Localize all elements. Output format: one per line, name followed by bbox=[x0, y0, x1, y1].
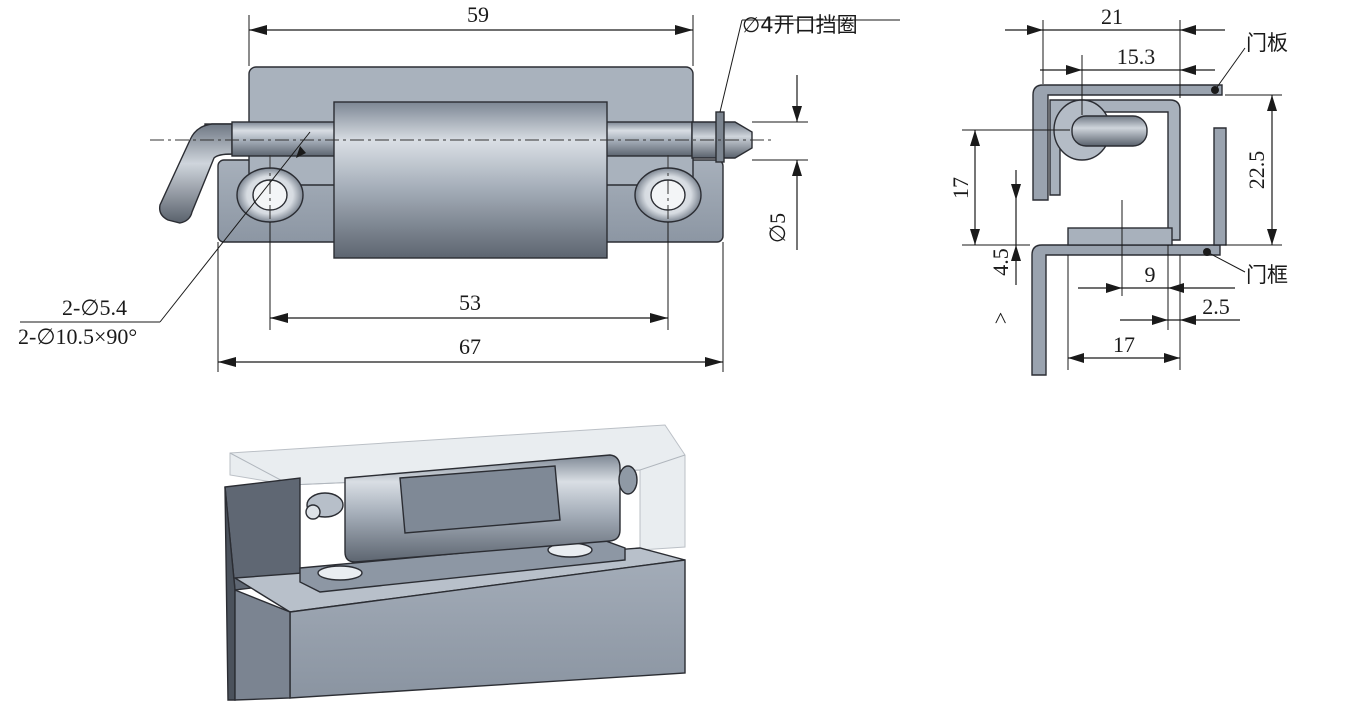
dim-17-left: 17 bbox=[948, 177, 973, 199]
knuckle-right bbox=[605, 121, 693, 157]
dim-67: 67 bbox=[459, 334, 481, 359]
retaining-ring bbox=[715, 111, 725, 163]
dim-53: 53 bbox=[459, 290, 481, 315]
panel-right-edge bbox=[1213, 127, 1227, 246]
dim-21: 21 bbox=[1101, 4, 1123, 29]
frame-vertical bbox=[224, 477, 301, 591]
center-barrel bbox=[333, 101, 608, 259]
dim-9: 9 bbox=[1145, 262, 1156, 287]
label-door-frame: 门框 bbox=[1246, 263, 1288, 287]
note-holes-countersink: 2-∅10.5×90° bbox=[18, 324, 137, 349]
front-view: 59 53 67 ∅4开口挡圈 ∅5 2-∅5.4 2-∅10.5×90° bbox=[18, 2, 900, 372]
pin-side bbox=[1071, 115, 1148, 147]
bent-pin-end bbox=[158, 123, 233, 224]
dim-gap-prefix: > bbox=[988, 312, 1013, 324]
note-holes-diameter: 2-∅5.4 bbox=[62, 295, 127, 320]
iso-hole-left bbox=[317, 565, 363, 581]
door-frame-profile bbox=[1031, 244, 1221, 376]
dim-59: 59 bbox=[467, 2, 489, 27]
isometric-view bbox=[224, 424, 686, 701]
door-panel-profile bbox=[1032, 84, 1223, 201]
dim-17-base: 17 bbox=[1113, 332, 1135, 357]
frame-plate bbox=[1067, 227, 1173, 246]
dim-pin-diameter: ∅5 bbox=[765, 213, 790, 243]
dim-15-3: 15.3 bbox=[1117, 44, 1156, 69]
knuckle-left bbox=[231, 121, 337, 157]
note-retaining-ring: ∅4开口挡圈 bbox=[742, 13, 858, 37]
dim-22-5: 22.5 bbox=[1244, 151, 1269, 190]
side-view: 21 15.3 17 22.5 4.5 > 9 2.5 17 bbox=[948, 4, 1288, 376]
dim-2-5: 2.5 bbox=[1202, 294, 1230, 319]
label-door-panel: 门板 bbox=[1246, 31, 1288, 55]
dim-4-5: 4.5 bbox=[988, 248, 1013, 276]
